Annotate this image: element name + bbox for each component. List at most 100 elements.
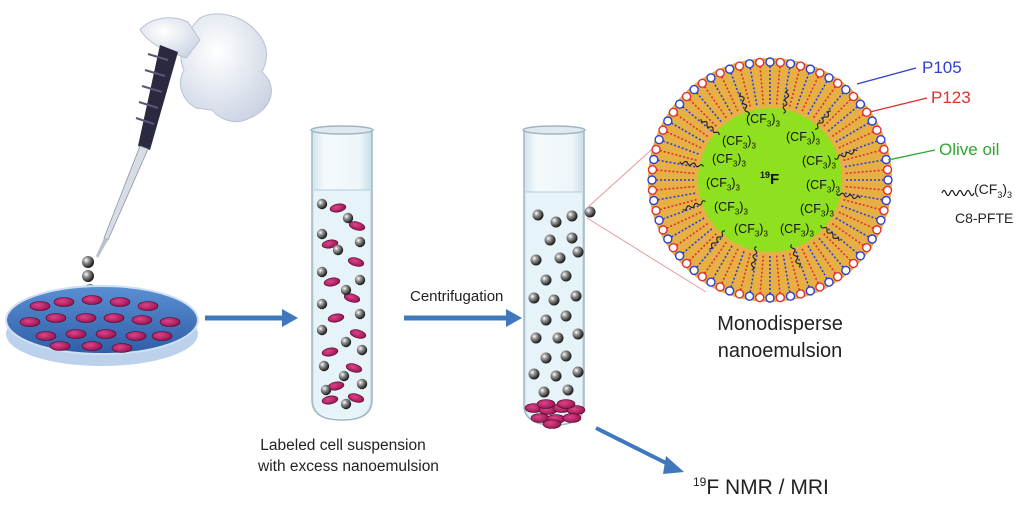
polymer-head-group	[795, 61, 806, 71]
polymer-head-group	[668, 242, 679, 253]
labeled-cell	[151, 331, 173, 341]
nanoemulsion-bead	[354, 308, 366, 320]
labeled-cell	[131, 315, 153, 325]
polymer-head-group	[706, 73, 716, 83]
nanoemulsion-bead	[342, 212, 354, 224]
labeled-cell	[542, 419, 562, 429]
cf3-group-label: (CF3)3	[734, 222, 768, 239]
polymer-head-group	[647, 175, 657, 185]
legend-c8-pfte: C8-PFTE	[955, 210, 1014, 226]
labeled-cell	[19, 317, 41, 327]
nanoemulsion-bead	[560, 350, 572, 362]
cf3-group-label: (CF3)3	[746, 112, 780, 129]
polymer-head-group	[755, 57, 765, 68]
nanoemulsion-bead	[532, 209, 544, 221]
polymer-head-group	[785, 59, 796, 69]
labeled-cell	[159, 317, 181, 327]
polymer-head-group	[867, 234, 877, 244]
centrifugation-label: Centrifugation	[410, 288, 504, 305]
polymer-head-group	[697, 78, 708, 89]
polymer-head-group	[881, 195, 891, 206]
legend-cf3-group: (CF3)3	[974, 181, 1013, 200]
nanoemulsion-bead	[530, 254, 542, 266]
polymer-head-group	[876, 215, 886, 226]
nanoemulsion-bead	[356, 344, 368, 356]
polymer-head-group	[724, 286, 735, 296]
polymer-head-group	[658, 225, 668, 235]
labeled-cell	[536, 399, 556, 409]
polymer-head-group	[663, 234, 673, 244]
polymer-head-group	[861, 107, 872, 118]
polymer-head-group	[795, 289, 806, 299]
cf3-group-label: (CF3)3	[780, 222, 814, 239]
polymer-head-group	[744, 59, 755, 69]
labeled-cell	[109, 297, 131, 307]
labeled-cell	[111, 343, 133, 353]
nmr-mri-label: 19F NMR / MRI	[693, 475, 829, 500]
c8-pfte-chain	[750, 246, 758, 271]
nanoemulsion-bead	[354, 274, 366, 286]
c8-pfte-chain-icon	[941, 189, 975, 197]
nanoemulsion-bead	[572, 328, 584, 340]
nanoemulsion-bead	[560, 270, 572, 282]
glove-hand-icon	[139, 13, 272, 123]
labeled-cell	[321, 395, 339, 405]
polymer-head-group	[805, 64, 816, 74]
nmr-sup: 19	[693, 475, 707, 489]
nanoemulsion-bead	[332, 244, 344, 256]
c8-pfte-chain	[682, 200, 706, 211]
polymer-head-group	[674, 99, 685, 109]
labeled-cell	[323, 277, 341, 287]
polymer-head-group	[647, 185, 658, 195]
nanoemulsion-bead	[552, 332, 564, 344]
polymer-head-group	[775, 292, 785, 303]
nanoemulsion-droplet-icon	[647, 57, 893, 303]
nanoemulsion-bead	[340, 336, 352, 348]
nanoemulsion-bead	[560, 310, 572, 322]
c8-pfte-chain	[790, 244, 801, 268]
nanoemulsion-bead	[356, 378, 368, 390]
legend-pointers	[856, 67, 936, 161]
nanoemulsion-bead	[316, 198, 328, 210]
labeled-cell	[103, 313, 125, 323]
c8-pfte-chain	[814, 110, 831, 130]
labeled-cell	[556, 399, 576, 409]
c8-pfte-chain	[709, 230, 726, 250]
cf3-group-label: (CF3)3	[786, 130, 820, 147]
petri-dish-icon	[5, 285, 199, 366]
cf3-group-label: (CF3)3	[800, 202, 834, 219]
test-tube-icon	[522, 125, 596, 429]
polymer-head-group	[724, 64, 735, 74]
polymer-head-group	[861, 242, 872, 253]
polymer-head-group	[744, 291, 755, 301]
polymer-head-group	[734, 289, 745, 299]
polymer-head-group	[867, 116, 877, 126]
labeled-cell	[65, 329, 87, 339]
polymer-head-group	[681, 258, 692, 269]
legend-p105: P105	[922, 58, 962, 77]
nanoemulsion-bead	[562, 384, 574, 396]
polymer-head-group	[855, 99, 866, 109]
polymer-head-group	[879, 144, 889, 155]
polymer-head-group	[734, 61, 745, 71]
nanoemulsion-bead	[316, 324, 328, 336]
polymer-head-group	[815, 68, 825, 78]
labeled-cell	[327, 313, 345, 323]
polymer-head-group	[668, 107, 679, 118]
nanoemulsion-bead	[528, 368, 540, 380]
polymer-head-group	[689, 84, 699, 95]
nanoemulsion-bead	[528, 292, 540, 304]
labeled-cell	[345, 363, 363, 373]
nanoemulsion-bead	[354, 236, 366, 248]
labeled-cell	[562, 413, 582, 423]
labeled-cell	[347, 393, 365, 403]
c8-pfte-chain	[820, 224, 840, 241]
legend-p123: P123	[931, 88, 971, 107]
polymer-head-group	[872, 225, 882, 235]
labeled-cell	[137, 301, 159, 311]
polymer-head-group	[765, 293, 775, 303]
polymer-head-group	[848, 258, 859, 269]
polymer-head-group	[654, 215, 664, 226]
polymer-head-group	[876, 134, 886, 145]
labeled-cell	[329, 203, 347, 213]
